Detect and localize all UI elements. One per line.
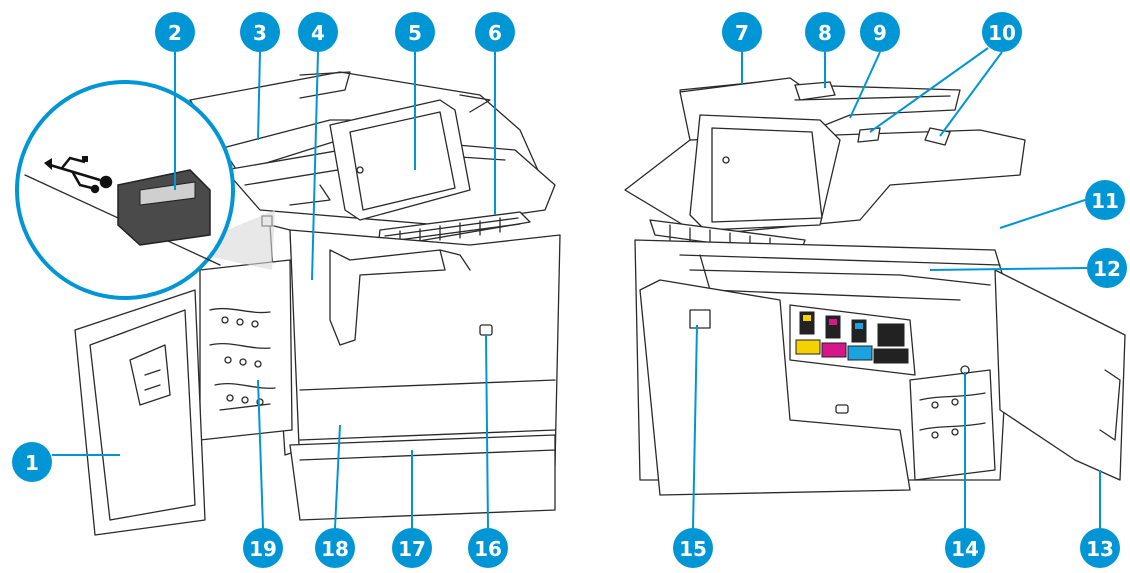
cartridge-color-tab: [881, 327, 901, 333]
callout-17: 17: [392, 450, 432, 568]
callout-number: 5: [408, 21, 422, 45]
callout-badge: [673, 528, 713, 568]
power-button: [479, 324, 493, 336]
callout-leader-line: [939, 51, 1003, 137]
ink-cartridges: [789, 304, 916, 376]
callout-leader-line: [485, 334, 489, 529]
callout-badge: [722, 12, 762, 52]
callout-8: 8: [805, 12, 845, 88]
callout-5: 5: [395, 12, 435, 170]
callout-number: 19: [249, 537, 277, 561]
callout-number: 8: [818, 21, 832, 45]
callout-number: 1: [25, 451, 39, 475]
callout-9: 9: [849, 12, 900, 119]
callout-number: 18: [321, 537, 349, 561]
callout-2: 2: [155, 12, 195, 190]
callout-6: 6: [475, 12, 515, 215]
callout-number: 17: [398, 537, 426, 561]
left-door: [74, 289, 206, 536]
callout-10: 10: [869, 12, 1022, 137]
cartridge-magenta: [821, 342, 847, 358]
callout-leader-line: [929, 267, 1088, 271]
cartridge-color-tab: [803, 315, 811, 321]
cartridge-cyan: [847, 345, 873, 361]
callout-18: 18: [315, 424, 355, 568]
callout-badge: [12, 442, 52, 482]
callout-7: 7: [722, 12, 762, 84]
callout-badge: [155, 12, 195, 52]
callout-number: 12: [1093, 257, 1121, 281]
callout-15: 15: [673, 324, 713, 568]
callout-leader-line: [257, 379, 264, 529]
callout-badge: [475, 12, 515, 52]
callout-12: 12: [929, 248, 1127, 288]
callout-leader-line: [257, 51, 261, 141]
callout-leader-line: [999, 199, 1086, 229]
control-panel: [329, 99, 471, 221]
callout-number: 9: [873, 21, 887, 45]
callout-13: 13: [1080, 470, 1120, 568]
callout-number: 14: [951, 537, 979, 561]
callout-badge: [805, 12, 845, 52]
callout-19: 19: [243, 379, 283, 568]
callout-number: 16: [474, 537, 502, 561]
cartridge-color-tab: [829, 319, 837, 325]
callout-number: 13: [1086, 537, 1114, 561]
right-door: [994, 269, 1126, 481]
callout-3: 3: [240, 12, 280, 141]
callout-badge: [392, 528, 432, 568]
callout-leader-line: [334, 424, 341, 529]
printer-side-view: [624, 77, 1126, 496]
callout-badge: [298, 12, 338, 52]
cartridge-black: [873, 348, 909, 364]
callout-badge: [240, 12, 280, 52]
callout-badge: [1085, 180, 1125, 220]
callout-16: 16: [468, 334, 508, 568]
door-button: [689, 309, 711, 329]
callout-number: 6: [488, 21, 502, 45]
callout-1: 1: [12, 442, 120, 482]
callout-number: 4: [311, 21, 325, 45]
callout-leader-line: [869, 47, 989, 133]
usb-icon: [44, 156, 113, 194]
printer-front-view: [74, 71, 561, 536]
callout-badge: [315, 528, 355, 568]
callout-badge: [395, 12, 435, 52]
callout-14: 14: [945, 372, 985, 568]
callout-leader-line: [849, 51, 881, 119]
usb-port-magnified: [15, 80, 275, 300]
callout-badge: [860, 12, 900, 52]
callout-leader-line: [311, 51, 319, 281]
callout-number: 2: [168, 21, 182, 45]
callout-number: 15: [679, 537, 707, 561]
cartridge-yellow: [795, 339, 821, 355]
callout-badge: [1080, 528, 1120, 568]
callout-number: 10: [988, 21, 1016, 45]
callout-4: 4: [298, 12, 338, 281]
callout-badge: [945, 528, 985, 568]
callout-11: 11: [999, 180, 1125, 229]
callout-badge: [468, 528, 508, 568]
callout-badge: [243, 528, 283, 568]
callout-number: 11: [1091, 189, 1119, 213]
callout-number: 3: [253, 21, 267, 45]
callout-badge: [982, 12, 1022, 52]
callout-badge: [1087, 248, 1127, 288]
callout-leader-line: [692, 324, 698, 529]
cartridge-color-tab: [855, 323, 863, 329]
callout-number: 7: [735, 21, 749, 45]
